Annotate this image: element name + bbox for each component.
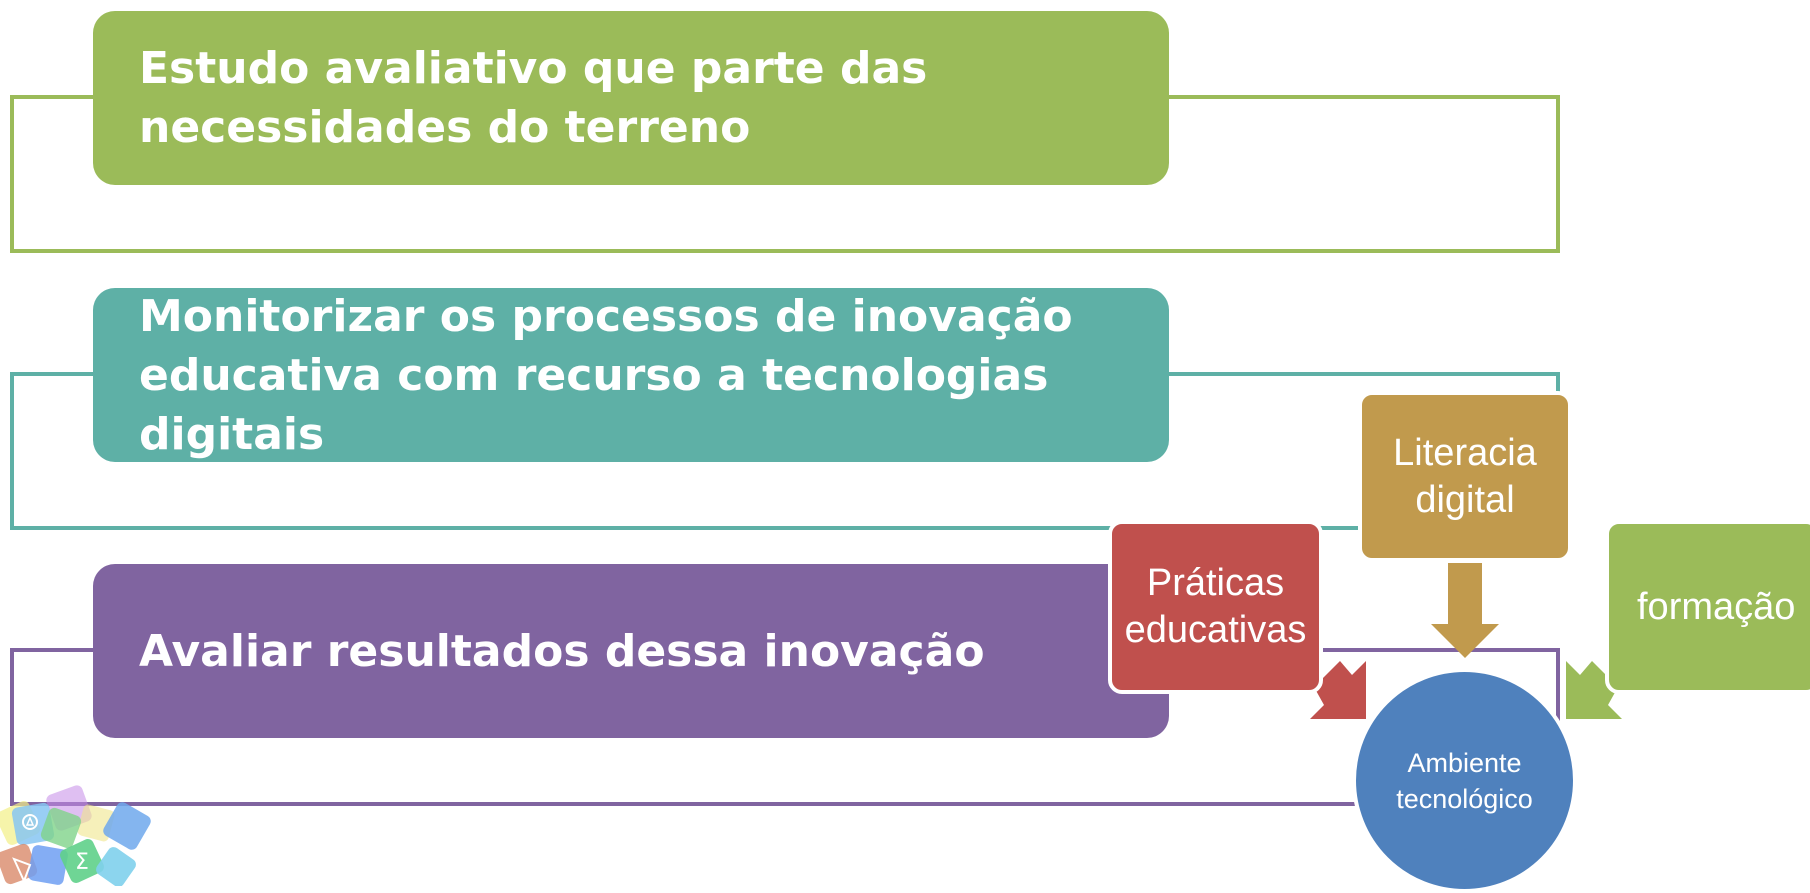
arrow-diagonal-right-icon bbox=[1310, 661, 1366, 719]
step-2-line-1: Monitorizar os processos de inovação bbox=[139, 290, 1073, 342]
praticas-line-2: educativas bbox=[1124, 609, 1307, 651]
svg-text:Σ: Σ bbox=[75, 850, 89, 875]
praticas-line-1: Práticas bbox=[1146, 562, 1285, 604]
step-1-line-1: Estudo avaliativo que parte das bbox=[139, 43, 928, 94]
arrow-diagonal-left-icon bbox=[1566, 661, 1622, 719]
step-3-line-1: Avaliar resultados dessa inovação bbox=[139, 625, 985, 677]
colorful-tiles-logo-icon: Σ bbox=[0, 785, 151, 886]
arrow-down-icon bbox=[1431, 563, 1499, 658]
step-2-box: Monitorizar os processos de inovação edu… bbox=[93, 288, 1169, 462]
step-1-box: Estudo avaliativo que parte das necessid… bbox=[93, 11, 1169, 185]
formacao-box: formação bbox=[1605, 520, 1810, 694]
literacia-line-1: Literacia bbox=[1393, 431, 1537, 474]
step-1-line-2: necessidades do terreno bbox=[139, 102, 751, 153]
literacia-line-2: digital bbox=[1415, 478, 1515, 521]
ambiente-line-2: tecnológico bbox=[1396, 783, 1533, 814]
ambiente-tecnologico-node: Ambiente tecnológico bbox=[1352, 668, 1577, 893]
literacia-digital-box: Literacia digital bbox=[1358, 391, 1572, 562]
step-2-line-2: educativa com recurso a tecnologias digi… bbox=[139, 349, 1049, 460]
ambiente-line-1: Ambiente bbox=[1407, 747, 1522, 778]
step-3-box: Avaliar resultados dessa inovação bbox=[93, 564, 1169, 738]
formacao-label: formação bbox=[1637, 585, 1796, 628]
praticas-educativas-box: Práticas educativas bbox=[1108, 520, 1323, 694]
